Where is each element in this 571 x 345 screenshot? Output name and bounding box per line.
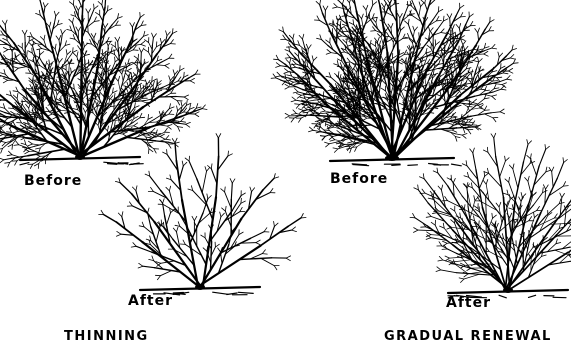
thinning-before-label: Before — [24, 174, 82, 188]
thinning-caption: THINNING — [64, 330, 149, 343]
renewal-caption: GRADUAL RENEWAL — [384, 330, 552, 343]
renewal-after-label: After — [446, 296, 491, 310]
renewal-before-shrub — [271, 0, 518, 166]
thinning-after-label: After — [128, 294, 173, 308]
thinning-before-shrub — [0, 0, 207, 169]
renewal-before-label: Before — [330, 172, 388, 186]
